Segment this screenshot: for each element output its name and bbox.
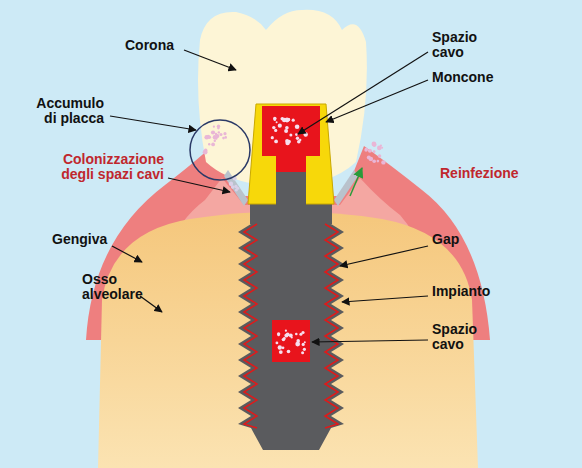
speckle xyxy=(284,334,288,338)
speckle xyxy=(276,342,279,345)
speckle xyxy=(284,129,288,133)
implant-body xyxy=(238,224,344,450)
speckle xyxy=(278,124,282,128)
speckle xyxy=(217,127,220,130)
speckle xyxy=(289,134,292,137)
speckle xyxy=(206,135,210,139)
speckle xyxy=(274,140,278,144)
speckle xyxy=(295,333,298,336)
speckle xyxy=(271,136,274,139)
plaque-circle xyxy=(190,120,250,180)
speckle xyxy=(305,134,307,136)
speckle xyxy=(285,139,289,143)
speckle xyxy=(378,154,382,158)
speckle xyxy=(372,142,377,147)
speckle xyxy=(302,343,305,346)
speckle xyxy=(272,126,275,129)
part-label: Moncone xyxy=(432,70,493,85)
speckle xyxy=(301,331,304,334)
sulcus-gap xyxy=(334,170,358,206)
speckle xyxy=(273,117,277,121)
speckle xyxy=(303,348,306,351)
speckle xyxy=(224,136,227,139)
speckle xyxy=(277,334,279,336)
speckle xyxy=(304,341,306,343)
part-label: Colonizzazione degli spazi cavi xyxy=(36,152,164,182)
speckle xyxy=(296,137,299,140)
speckle xyxy=(218,131,220,133)
leader-lines xyxy=(110,50,428,342)
part-label: Corona xyxy=(125,38,174,53)
speckle xyxy=(295,133,298,136)
speckle xyxy=(204,135,209,140)
speckle xyxy=(304,132,308,136)
part-label: Gap xyxy=(432,232,459,247)
speckle xyxy=(282,346,285,349)
speckle xyxy=(287,350,291,354)
speckle xyxy=(223,132,226,135)
speckle xyxy=(229,182,233,186)
alveolar-bone xyxy=(98,212,478,468)
speckle xyxy=(283,337,286,340)
speckle xyxy=(211,143,215,147)
speckle xyxy=(380,145,382,147)
speckle xyxy=(278,345,282,349)
reinfection-arrow xyxy=(350,168,362,196)
speckle xyxy=(274,129,277,132)
speckle xyxy=(205,151,208,154)
speckle xyxy=(214,140,216,142)
bottom-cavity xyxy=(272,320,310,362)
bacteria-speckles xyxy=(203,117,386,355)
part-label: Osso alveolare xyxy=(82,272,160,302)
speckle xyxy=(377,160,380,163)
speckle xyxy=(285,330,287,332)
speckle xyxy=(373,150,376,153)
speckle xyxy=(220,133,223,136)
speckle xyxy=(277,332,280,335)
part-label: Spazio cavo xyxy=(432,322,492,352)
speckle xyxy=(372,159,376,163)
speckle xyxy=(274,119,277,122)
speckle xyxy=(381,147,383,149)
speckle xyxy=(213,126,215,128)
speckle xyxy=(295,125,300,130)
speckle xyxy=(211,130,215,134)
speckle xyxy=(222,137,225,140)
speckle xyxy=(295,342,300,347)
speckle xyxy=(372,143,376,147)
speckle xyxy=(276,121,278,123)
speckle xyxy=(368,149,372,153)
speckle xyxy=(213,135,217,139)
speckle xyxy=(292,119,295,122)
speckle xyxy=(367,156,371,160)
part-label: Reinfezione xyxy=(440,166,519,181)
speckle xyxy=(381,160,385,164)
speckle xyxy=(285,118,290,123)
gap-line xyxy=(244,224,257,428)
gap-line xyxy=(325,224,338,428)
part-label: Gengiva xyxy=(52,232,107,247)
part-label: Impianto xyxy=(432,284,490,299)
speckle xyxy=(289,334,293,338)
abutment-screw xyxy=(276,172,306,216)
implant-threads xyxy=(238,224,344,450)
speckle xyxy=(301,351,304,354)
speckle xyxy=(203,150,208,155)
speckle xyxy=(279,350,283,354)
speckle xyxy=(282,338,285,341)
part-label: Accumulo di placca xyxy=(28,96,104,126)
speckle xyxy=(208,143,210,145)
speckle xyxy=(234,185,237,188)
speckle xyxy=(297,140,301,144)
part-label: Spazio cavo xyxy=(432,30,492,60)
speckle xyxy=(364,148,368,152)
speckle xyxy=(281,117,285,121)
speckle xyxy=(377,146,382,151)
